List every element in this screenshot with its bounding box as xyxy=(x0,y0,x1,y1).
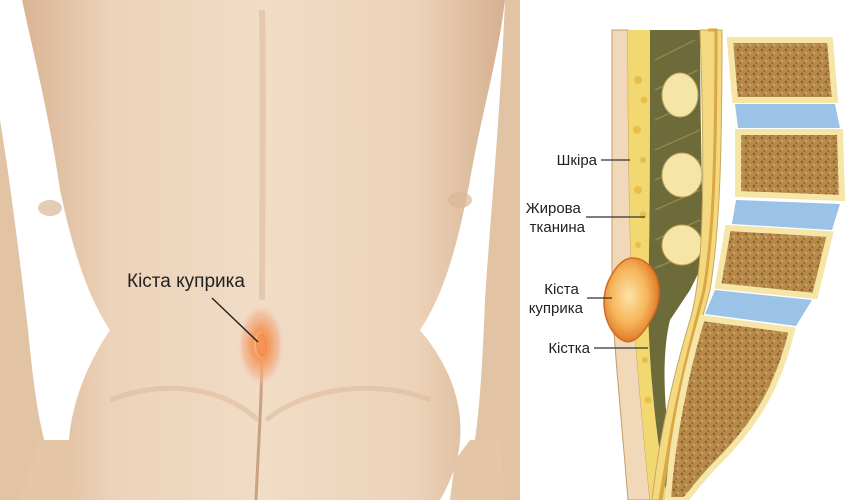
vertebra-2 xyxy=(735,129,846,202)
right-hand xyxy=(450,440,505,500)
pilonidal-cyst xyxy=(603,257,660,343)
label-skin: Шкіра xyxy=(557,152,598,169)
spinal-canal xyxy=(651,29,723,500)
left-elbow xyxy=(38,200,62,216)
right-buttock-shadow xyxy=(264,385,431,422)
sacrum xyxy=(664,314,796,500)
fat-bubbles xyxy=(633,76,652,404)
back-view: Кіста куприка xyxy=(0,0,520,500)
vertebra-1 xyxy=(726,37,839,103)
right-arm xyxy=(470,0,520,500)
spinous-processes xyxy=(661,72,703,266)
spinal-cord xyxy=(658,28,718,500)
back-cyst-label: Кіста куприка xyxy=(127,271,245,292)
cross-section: Шкіра Жирова тканина Кіста куприка Кістк… xyxy=(526,28,846,500)
left-hand xyxy=(20,440,80,500)
spine-groove xyxy=(259,9,266,301)
left-arm xyxy=(0,120,55,500)
left-buttock-shadow xyxy=(109,385,260,422)
label-bone: Кістка xyxy=(548,340,590,357)
cyst-spot xyxy=(256,333,268,357)
label-fat: Жирова тканина xyxy=(526,200,586,236)
cyst-pointer-line xyxy=(211,297,259,343)
disc-3 xyxy=(705,290,812,326)
vertebra-3 xyxy=(714,224,834,300)
leader-lines xyxy=(586,159,648,349)
label-cyst: Кіста куприка xyxy=(529,281,584,317)
right-elbow xyxy=(448,192,472,208)
disc-2 xyxy=(732,200,840,230)
vertebrae xyxy=(664,37,846,500)
disc-1 xyxy=(735,104,840,128)
